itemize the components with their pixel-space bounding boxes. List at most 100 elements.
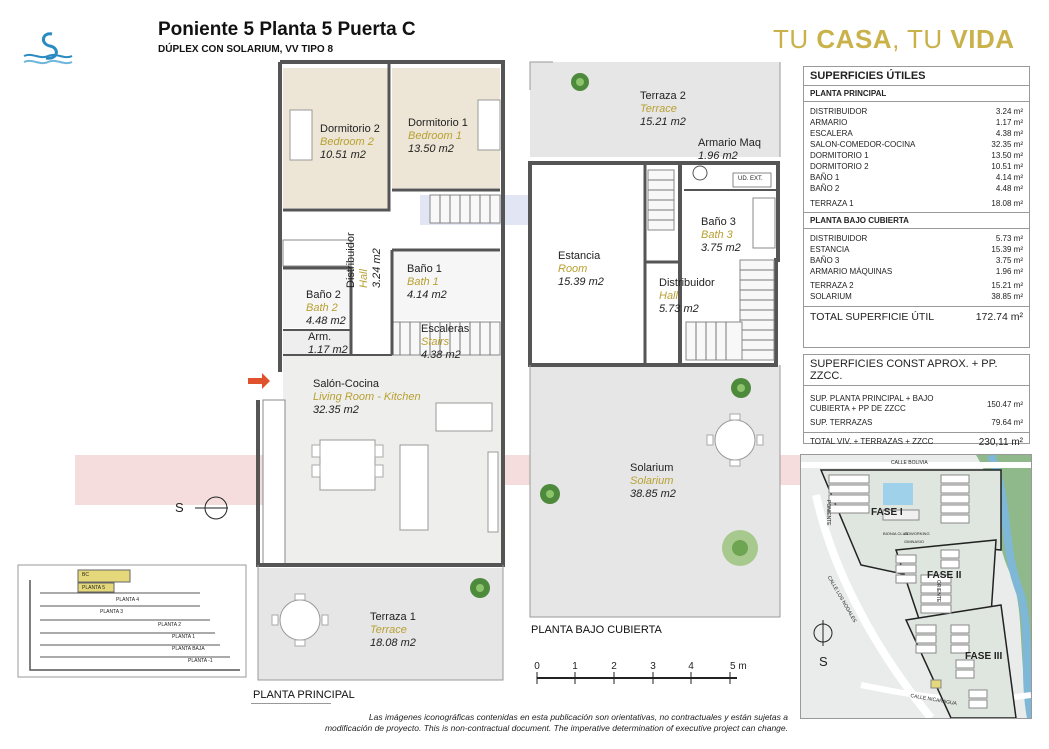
room-distribuidor: Distribuidor Hall 3.24 m2: [345, 232, 384, 288]
bed-1: [477, 99, 501, 151]
room-name-en: Terrace: [640, 103, 677, 115]
walls-principal: [256, 60, 505, 681]
room-area: 15.21 m2: [640, 116, 686, 128]
room-name: Baño 1: [407, 263, 442, 275]
const-value: 150.47 m²: [986, 399, 1023, 409]
bano2-floor: [283, 268, 351, 328]
surface-name: ARMARIO: [810, 118, 848, 127]
walls-bajo: [528, 61, 781, 618]
shower-principal: [282, 239, 352, 267]
pool: [883, 483, 913, 505]
plant-icon: [571, 73, 589, 91]
section-level: PLANTA 2: [158, 622, 181, 628]
disclaimer: Las imágenes iconográficas contenidas en…: [320, 712, 788, 734]
surfaces-panel: SUPERFICIES ÚTILES PLANTA PRINCIPAL DIST…: [803, 66, 1030, 348]
surface-name: TERRAZA 2: [810, 281, 854, 290]
terrace-table: [271, 593, 329, 647]
slogan-highlight: CASA: [816, 24, 893, 54]
plant-icon: [470, 578, 490, 598]
total-value: 172.74 m²: [975, 311, 1023, 323]
room-name: Terraza 2: [640, 90, 686, 102]
floor-plans: [17, 60, 800, 684]
surface-value: 1.17 m²: [995, 118, 1023, 127]
surface-name: DORMITORIO 1: [810, 151, 869, 160]
room-area: 10.51 m2: [320, 149, 366, 161]
decor-band: [75, 455, 265, 505]
surface-value: 1.96 m²: [995, 267, 1023, 276]
room-area: 32.35 m2: [313, 404, 359, 416]
room-solarium: Solarium Solarium 38.85 m2: [630, 462, 676, 501]
room-name-en: Living Room - Kitchen: [313, 391, 421, 403]
stairs-bajo: [647, 169, 775, 361]
surface-row: DISTRIBUIDOR 5.73 m²: [804, 233, 1029, 244]
kitchen-counter: [262, 399, 286, 566]
room-area: 18.08 m2: [370, 637, 416, 649]
label-underline: [251, 703, 331, 704]
surface-value: 5.73 m²: [995, 234, 1023, 243]
section-level: PLANTA BAJA: [172, 646, 205, 652]
shower-bajo: [752, 197, 776, 249]
surface-row: TERRAZA 2 15.21 m²: [804, 280, 1029, 291]
room-dormitorio1: Dormitorio 1 Bedroom 1 13.50 m2: [408, 117, 468, 156]
room-bano2: Baño 2 Bath 2 4.48 m2: [306, 289, 346, 328]
room-name: Solarium: [630, 462, 674, 474]
room-distribuidor2: Distribuidor Hall 5.73 m2: [659, 277, 715, 316]
surface-name: DISTRIBUIDOR: [810, 234, 868, 243]
surface-name: BAÑO 3: [810, 256, 840, 265]
room-area: 1.17 m2: [308, 344, 348, 356]
river-bank: [976, 455, 1031, 718]
room-name-en: Bath 3: [701, 229, 733, 241]
slogan-part: , TU: [892, 24, 951, 54]
room-name: Escaleras: [421, 323, 470, 335]
surface-value: 15.21 m²: [991, 281, 1023, 290]
const-total: TOTAL VIV. + TERRAZAS + ZZCC 230,11 m²: [804, 433, 1029, 452]
scale-tick-label: 4: [688, 661, 694, 672]
page-subtitle: DÚPLEX CON SOLARIUM, VV TIPO 8: [158, 44, 334, 55]
brand-logo: [22, 30, 74, 73]
section-level: PLANTA 4: [116, 597, 139, 603]
const-total-value: 230,11 m²: [978, 437, 1023, 448]
surface-value: 38.85 m²: [991, 292, 1023, 301]
const-label: SUP. PLANTA PRINCIPAL + BAJO CUBIERTA + …: [810, 394, 934, 413]
scale-tick-label: 1: [572, 661, 578, 672]
site-map-drawing: [801, 455, 1031, 718]
room-name: Salón-Cocina: [313, 378, 380, 390]
room-name-en: Bath 2: [306, 302, 338, 314]
label-planta-principal: PLANTA PRINCIPAL: [253, 689, 355, 701]
room-name-en: Hall: [358, 269, 370, 288]
slogan-part: TU: [773, 24, 817, 54]
surface-name: ARMARIO MÁQUINAS: [810, 267, 893, 276]
surface-row: DORMITORIO 1 13.50 m²: [804, 150, 1029, 161]
room-terraza2: Terraza 2 Terrace 15.21 m2: [640, 90, 686, 129]
section-level-bc: BC: [82, 572, 89, 578]
machine-unit-icon: [692, 165, 708, 181]
amenity-label: GIMNASIO: [904, 539, 925, 544]
slogan: TU CASA, TU VIDA: [773, 24, 1015, 55]
room-name-en: Solarium: [630, 475, 674, 487]
const-label: SUP. TERRAZAS: [810, 418, 873, 427]
room-area: 3.24 m2: [371, 248, 383, 288]
street-top-label: CALLE BOLIVIA: [891, 460, 928, 466]
surface-value: 4.14 m²: [995, 173, 1023, 182]
section-diagram: [17, 564, 247, 678]
dining-furniture: [311, 402, 499, 533]
surface-name: SALON-COMEDOR-COCINA: [810, 140, 916, 149]
const-value: 79.64 m²: [991, 418, 1023, 427]
surface-value: 13.50 m²: [991, 151, 1023, 160]
surfaces-title: SUPERFICIES ÚTILES: [804, 67, 1029, 86]
scale-tick-label: 3: [650, 661, 656, 672]
room-name-en: Hall: [659, 290, 678, 302]
stairs-principal: [391, 194, 501, 356]
room-name: Baño 3: [701, 216, 736, 228]
surface-name: DISTRIBUIDOR: [810, 107, 868, 116]
room-area: 1.96 m2: [698, 150, 738, 162]
room-estancia: Estancia Room 15.39 m2: [558, 250, 604, 289]
surface-value: 3.24 m²: [995, 107, 1023, 116]
slogan-highlight: VIDA: [950, 24, 1015, 54]
